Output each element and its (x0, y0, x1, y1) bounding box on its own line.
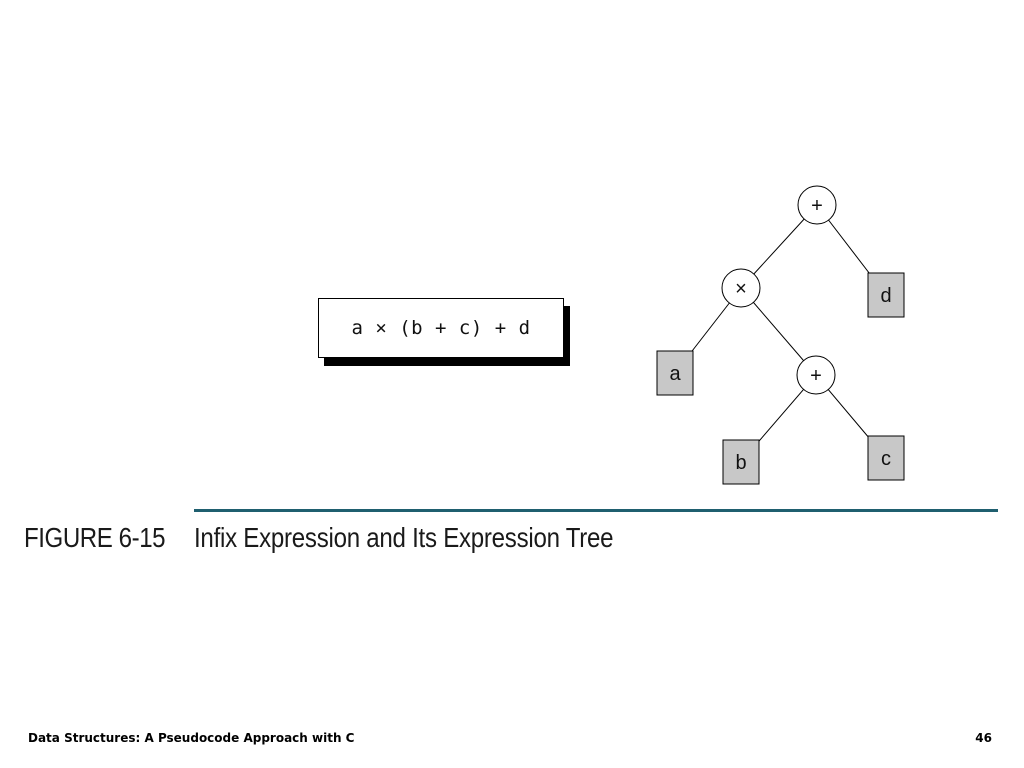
operand-box (867, 435, 905, 481)
operand-box (722, 439, 760, 485)
caption-rule (194, 509, 998, 512)
footer-book-title: Data Structures: A Pseudocode Approach w… (28, 731, 355, 745)
operator-circle (796, 355, 836, 395)
infix-expression: a × (b + c) + d (318, 298, 564, 358)
tree-node-a: a (656, 350, 694, 396)
tree-node-label: d (880, 285, 891, 307)
tree-node-label: × (735, 278, 747, 300)
infix-expression-box: a × (b + c) + d (318, 298, 570, 366)
figure-title: Infix Expression and Its Expression Tree (194, 522, 614, 553)
expression-tree-canvas: + × d a + b c (656, 185, 905, 485)
figure-caption: FIGURE 6-15 Infix Expression and Its Exp… (24, 522, 682, 562)
tree-node-d: d (867, 272, 905, 318)
operator-circle (797, 185, 837, 225)
expression-tree: + × d a + b c (640, 170, 930, 495)
tree-node-label: + (810, 365, 822, 387)
tree-node-plus2: + (796, 355, 836, 395)
operand-box (867, 272, 905, 318)
figure-label: FIGURE 6-15 (24, 522, 166, 553)
tree-node-label: b (735, 452, 746, 474)
operand-box (656, 350, 694, 396)
tree-node-label: a (669, 363, 681, 385)
tree-node-label: c (881, 448, 891, 470)
footer-page-number: 46 (975, 731, 992, 745)
tree-node-c: c (867, 435, 905, 481)
tree-node-root: + (797, 185, 837, 225)
tree-node-label: + (811, 195, 823, 217)
tree-node-b: b (722, 439, 760, 485)
operator-circle (721, 268, 761, 308)
tree-node-times: × (721, 268, 761, 308)
